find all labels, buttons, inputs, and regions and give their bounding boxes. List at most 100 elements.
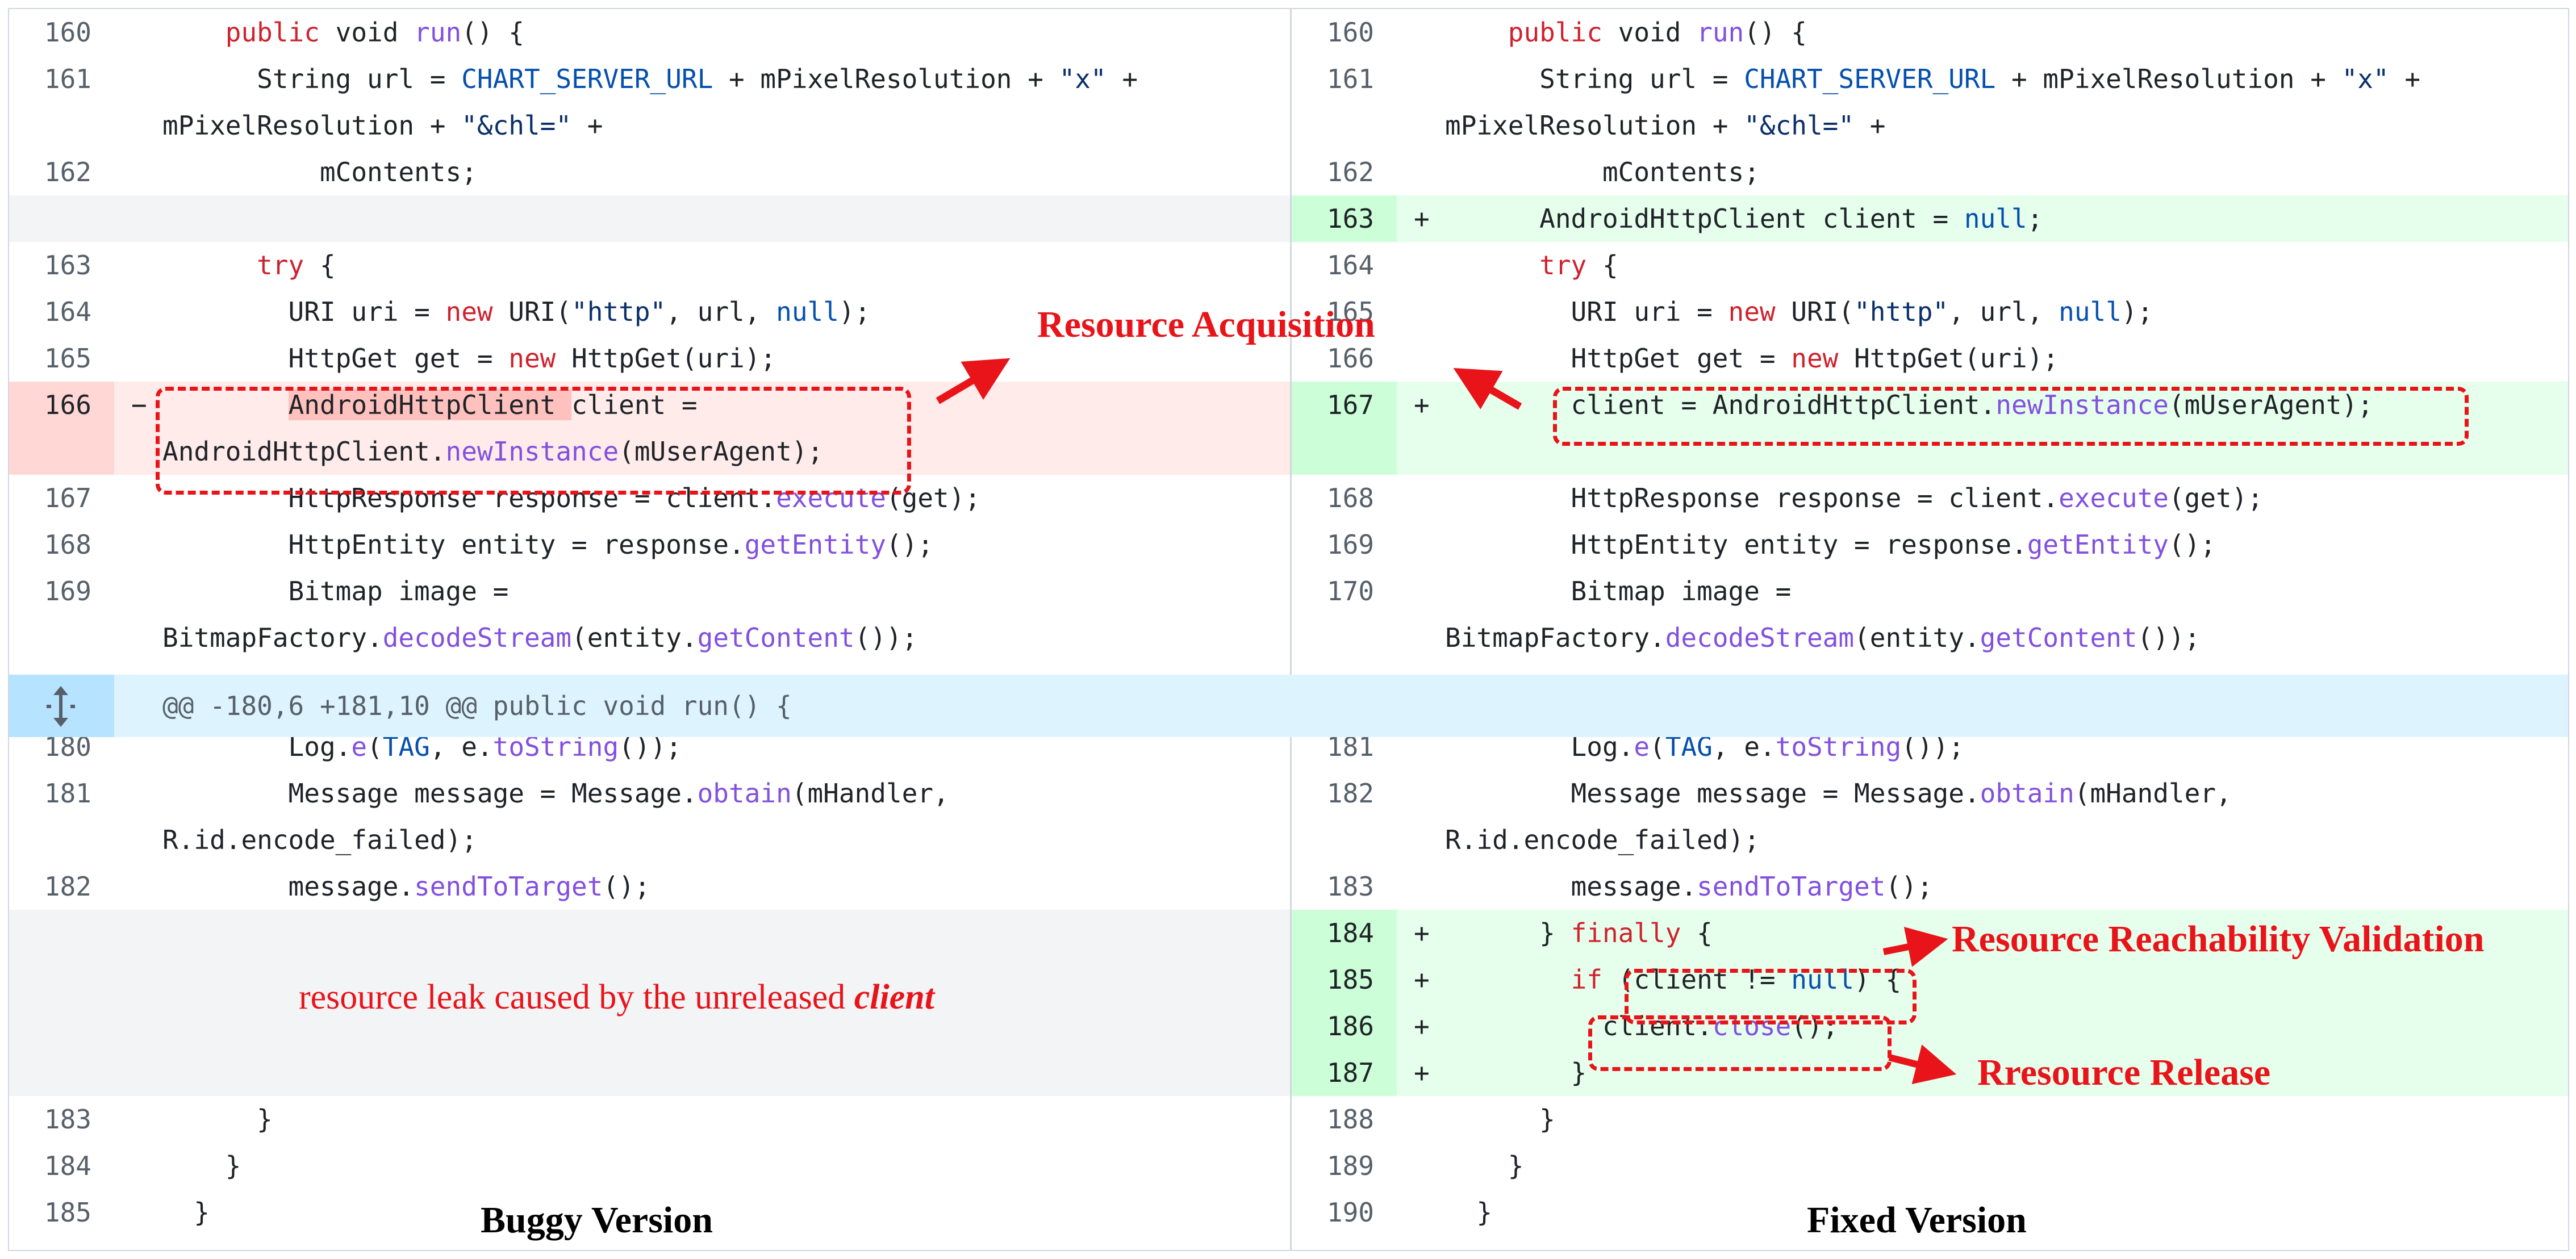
line-number[interactable]: 167: [44, 483, 91, 513]
left-diff-line: 160 public void run() {: [9, 9, 1290, 56]
right-diff-line: 167 + client = AndroidHttpClient.newInsta…: [1292, 382, 2568, 475]
line-number[interactable]: 160: [1326, 17, 1374, 48]
resource-release-label: Rresource Release: [1977, 1052, 2271, 1093]
right-diff-line: 161 String url = CHART_SERVER_URL + mPix…: [1292, 56, 2568, 149]
line-number[interactable]: 190: [1326, 1197, 1374, 1228]
line-number[interactable]: 162: [44, 157, 91, 187]
expand-hunk-icon[interactable]: [9, 675, 114, 737]
line-number[interactable]: 182: [1326, 778, 1374, 809]
code-text: Bitmap image = BitmapFactory.decodeStrea…: [162, 576, 918, 653]
right-diff-line: 170 Bitmap image = BitmapFactory.decodeS…: [1292, 568, 2568, 661]
right-diff-line: 163 + AndroidHttpClient client = null;: [1292, 195, 2568, 242]
code-text: client = AndroidHttpClient.newInstance(m…: [1445, 390, 2373, 420]
line-number[interactable]: 169: [44, 576, 91, 607]
left-diff-line: 168 HttpEntity entity = response.getEnti…: [9, 521, 1290, 568]
left-diff-line: 182 message.sendToTarget();: [9, 863, 1290, 910]
code-text: }: [1445, 1057, 1587, 1088]
code-text: mContents;: [162, 157, 477, 187]
left-diff-line: 185 }: [9, 1189, 1290, 1236]
right-diff-line: 169 HttpEntity entity = response.getEnti…: [1292, 521, 2568, 568]
left-diff-line: 166− AndroidHttpClient client = AndroidH…: [9, 382, 1290, 475]
line-number[interactable]: 165: [1326, 296, 1374, 327]
code-text: }: [1445, 1151, 1524, 1181]
addition-marker: +: [1414, 203, 1430, 234]
right-diff-line: 190 }: [1292, 1189, 2568, 1236]
code-text: mContents;: [1445, 157, 1760, 187]
left-diff-line: 184 }: [9, 1143, 1290, 1189]
left-diff-line: 167 HttpResponse response = client.execu…: [9, 475, 1290, 521]
line-number[interactable]: 170: [1326, 576, 1374, 607]
left-diff-line: 161 String url = CHART_SERVER_URL + mPix…: [9, 56, 1290, 149]
code-text: Message message = Message.obtain(mHandle…: [162, 778, 949, 855]
line-number[interactable]: 184: [1292, 910, 1397, 956]
arrow-reachability: [1882, 927, 1948, 967]
line-number[interactable]: 169: [1326, 529, 1374, 560]
line-number[interactable]: 189: [1326, 1151, 1374, 1181]
right-diff-line: 164 try {: [1292, 242, 2568, 288]
release-box: [1588, 1015, 1892, 1071]
line-number[interactable]: 161: [44, 64, 91, 94]
left-diff-line: 169 Bitmap image = BitmapFactory.decodeS…: [9, 568, 1290, 661]
line-number[interactable]: 188: [1326, 1104, 1374, 1135]
line-number[interactable]: 182: [44, 871, 91, 902]
line-number[interactable]: 168: [44, 529, 91, 560]
right-diff-line: 182 Message message = Message.obtain(mHa…: [1292, 770, 2568, 863]
fixed-version-label: Fixed Version: [1807, 1199, 2027, 1241]
line-number[interactable]: 166: [9, 382, 114, 475]
line-number[interactable]: 165: [44, 343, 91, 374]
line-number[interactable]: 168: [1326, 483, 1374, 513]
line-number[interactable]: 181: [44, 778, 91, 809]
line-number[interactable]: 186: [1292, 1003, 1397, 1049]
line-number[interactable]: 185: [44, 1197, 91, 1228]
hunk-header: @@ -180,6 +181,10 @@ public void run() {: [9, 675, 2568, 737]
left-diff-line: 164 URI uri = new URI("http", url, null)…: [9, 288, 1290, 335]
left-diff-line: 163 try {: [9, 242, 1290, 288]
line-number[interactable]: 166: [1326, 343, 1374, 374]
code-text: public void run() {: [225, 17, 524, 48]
left-diff-line: [9, 195, 1290, 242]
line-number[interactable]: 183: [1326, 871, 1374, 902]
code-text: message.sendToTarget();: [162, 871, 650, 902]
code-text: AndroidHttpClient client = AndroidHttpCl…: [162, 390, 824, 467]
code-text: AndroidHttpClient client = null;: [1445, 203, 2043, 234]
code-text: try {: [257, 250, 336, 281]
right-diff-line: 160 public void run() {: [1292, 9, 2568, 56]
line-number[interactable]: 164: [44, 296, 91, 327]
line-number[interactable]: 160: [44, 17, 91, 48]
code-text: String url = CHART_SERVER_URL + mPixelRe…: [1445, 64, 2421, 141]
addition-marker: +: [1414, 1057, 1430, 1088]
line-number[interactable]: 185: [1292, 956, 1397, 1003]
right-diff-line: 168 HttpResponse response = client.execu…: [1292, 475, 2568, 521]
code-text: HttpEntity entity = response.getEntity()…: [1445, 529, 2216, 560]
code-text: Message message = Message.obtain(mHandle…: [1445, 778, 2232, 855]
code-text: String url = CHART_SERVER_URL + mPixelRe…: [162, 64, 1138, 141]
line-number[interactable]: 167: [1292, 382, 1397, 475]
left-diff-line: 183 }: [9, 1096, 1290, 1143]
code-text: HttpGet get = new HttpGet(uri);: [1445, 343, 2059, 374]
right-diff-line: 165 URI uri = new URI("http", url, null)…: [1292, 288, 2568, 335]
resource-leak-note: resource leak caused by the unreleased c…: [299, 978, 934, 1017]
code-text: URI uri = new URI("http", url, null);: [1445, 296, 2153, 327]
line-number[interactable]: 164: [1326, 250, 1374, 281]
addition-marker: +: [1414, 390, 1430, 420]
line-number[interactable]: 162: [1326, 157, 1374, 187]
code-text: public void run() {: [1508, 17, 1807, 48]
resource-acquisition-label: Resource Acquisition: [1037, 304, 1375, 345]
reachability-box: [1625, 969, 1917, 1024]
right-diff-line: 162 mContents;: [1292, 149, 2568, 195]
code-text: }: [162, 1197, 210, 1228]
arrow-acquisition-right: [1453, 367, 1522, 410]
line-number[interactable]: 187: [1292, 1049, 1397, 1096]
hunk-header-text: @@ -180,6 +181,10 @@ public void run() {: [162, 691, 792, 721]
line-number[interactable]: 183: [44, 1104, 91, 1135]
line-number[interactable]: 161: [1326, 64, 1374, 94]
line-number[interactable]: 184: [44, 1151, 91, 1181]
line-number[interactable]: 163: [1292, 195, 1397, 242]
deletion-marker: −: [131, 390, 147, 420]
right-diff-line: 188 }: [1292, 1096, 2568, 1143]
acquisition-box-fixed: [1553, 387, 2469, 446]
line-number[interactable]: 163: [44, 250, 91, 281]
buggy-version-label: Buggy Version: [481, 1199, 713, 1241]
right-diff-line: 166 HttpGet get = new HttpGet(uri);: [1292, 335, 2568, 382]
code-text: }: [1445, 1104, 1555, 1135]
